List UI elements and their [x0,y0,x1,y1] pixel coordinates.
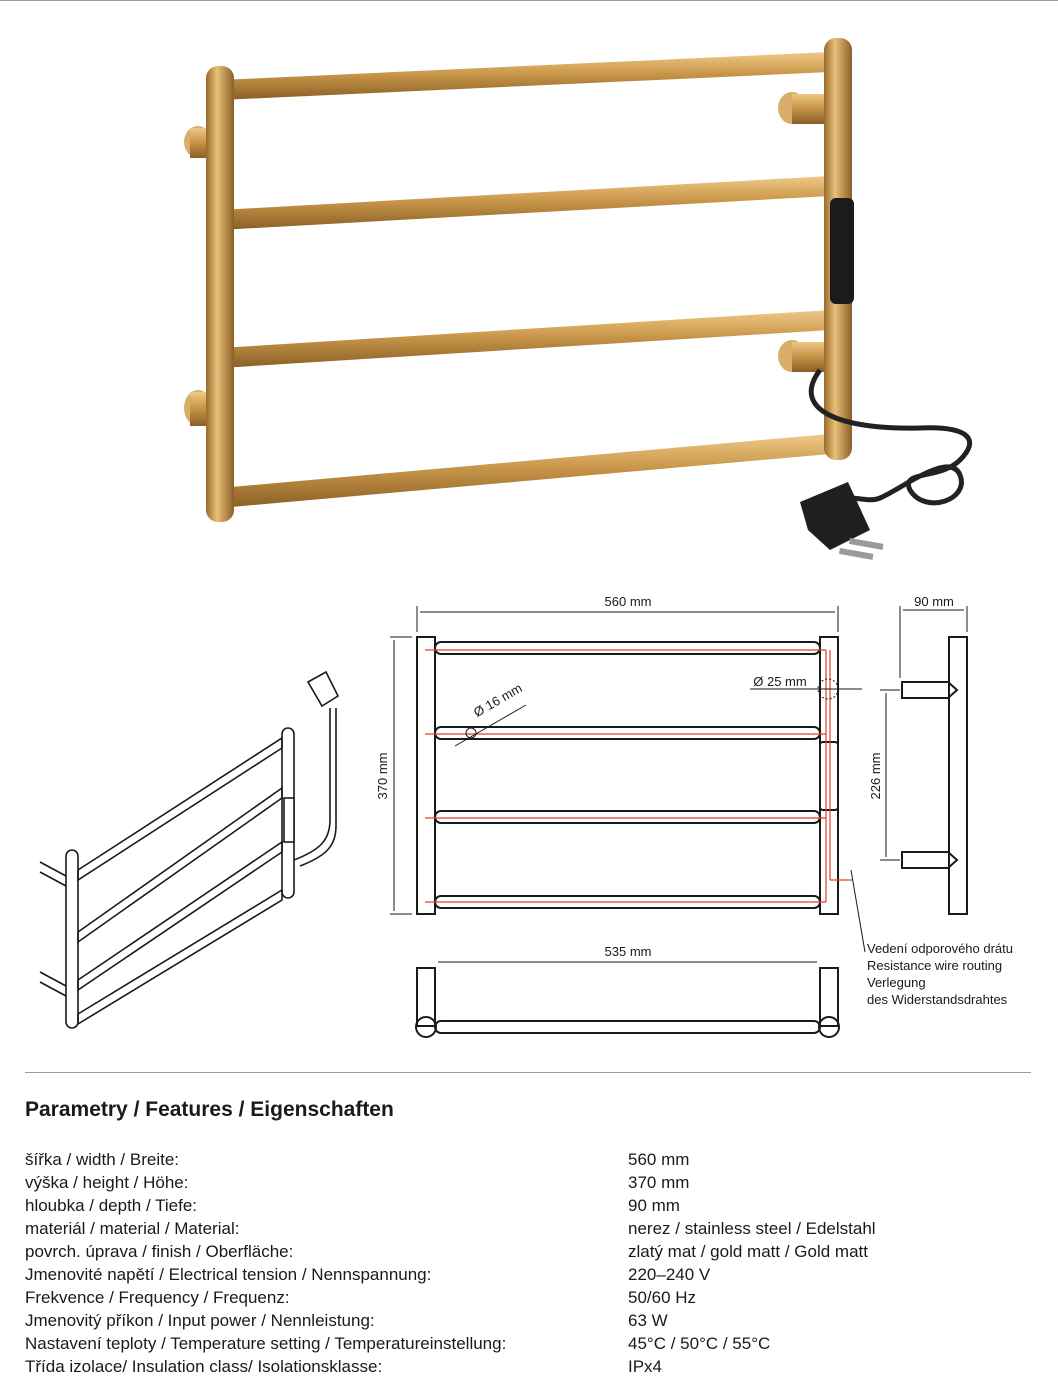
spec-value: nerez / stainless steel / Edelstahl [628,1219,876,1238]
wire-routing-legend: Vedení odporového drátu Resistance wire … [867,940,1013,1008]
spec-label: Třída izolace/ Insulation class/ Isolati… [25,1357,383,1376]
spec-table: šířka / width / Breite: 560 mm výška / he… [25,1149,1035,1379]
dim-height-label: 370 mm [375,753,390,800]
spec-row: materiál / material / Material: nerez / s… [25,1218,1035,1241]
spec-value: 370 mm [628,1173,690,1192]
spec-row: Frekvence / Frequency / Frequenz: 50/60 H… [25,1287,1035,1310]
spec-row: Třída izolace/ Insulation class/ Isolati… [25,1356,1035,1379]
heating-wire [425,649,852,903]
front-view: 560 mm 370 mm Ø 16 mm Ø 25 mm [375,594,866,953]
spec-value: 45°C / 50°C / 55°C [628,1334,771,1353]
spec-value: 63 W [628,1311,668,1330]
wall-brackets [184,92,832,426]
spec-label: hloubka / depth / Tiefe: [25,1196,198,1215]
spec-label: výška / height / Höhe: [25,1173,189,1192]
spec-label: materiál / material / Material: [25,1219,240,1238]
spec-label: Jmenovitý příkon / Input power / Nennlei… [25,1311,375,1330]
spec-label: povrch. úprava / finish / Oberfläche: [25,1242,294,1261]
left-post [206,66,234,522]
rail-bars [220,52,830,508]
legend-line: des Widerstandsdrahtes [867,992,1008,1007]
dim-tube-large-label: Ø 25 mm [753,674,806,689]
dim-tube-small-label: Ø 16 mm [471,680,525,720]
dim-bottom-width-label: 535 mm [605,944,652,959]
section-divider [25,1072,1031,1073]
product-photo [184,38,973,560]
spec-row: Nastavení teploty / Temperature setting … [25,1333,1035,1356]
spec-value: 220–240 V [628,1265,711,1284]
dim-width-label: 560 mm [605,594,652,609]
spec-row: šířka / width / Breite: 560 mm [25,1149,1035,1172]
spec-value: 50/60 Hz [628,1288,697,1307]
spec-label: šířka / width / Breite: [25,1150,179,1169]
spec-row: povrch. úprava / finish / Oberfläche: zla… [25,1241,1035,1264]
legend-line: Vedení odporového drátu [867,941,1014,956]
technical-drawings: 560 mm 370 mm Ø 16 mm Ø 25 mm 90 mm 226 … [39,594,968,1038]
spec-row: hloubka / depth / Tiefe: 90 mm [25,1195,1035,1218]
spec-label: Jmenovité napětí / Electrical tension / … [25,1265,432,1284]
spec-row: Jmenovité napětí / Electrical tension / … [25,1264,1035,1287]
spec-value: 560 mm [628,1150,690,1169]
top-view: 535 mm [415,944,840,1038]
dim-depth-label: 90 mm [914,594,954,609]
spec-label: Frekvence / Frequency / Frequenz: [25,1288,290,1307]
spec-row: výška / height / Höhe: 370 mm [25,1172,1035,1195]
features-heading: Parametry / Features / Eigenschaften [25,1098,394,1121]
control-unit [830,198,854,304]
spec-label: Nastavení teploty / Temperature setting … [25,1334,507,1353]
power-cable [808,368,973,506]
dim-bracket-label: 226 mm [868,753,883,800]
side-view: 90 mm 226 mm [868,594,968,915]
spec-value: 90 mm [628,1196,680,1215]
legend-line: Verlegung [867,975,926,990]
isometric-drawing [39,670,340,1029]
plug-icon [800,482,884,560]
spec-row: Jmenovitý příkon / Input power / Nennlei… [25,1310,1035,1333]
top-rule [0,0,1058,1]
spec-value: IPx4 [628,1357,663,1376]
legend-line: Resistance wire routing [867,958,1003,973]
spec-value: zlatý mat / gold matt / Gold matt [628,1242,868,1261]
